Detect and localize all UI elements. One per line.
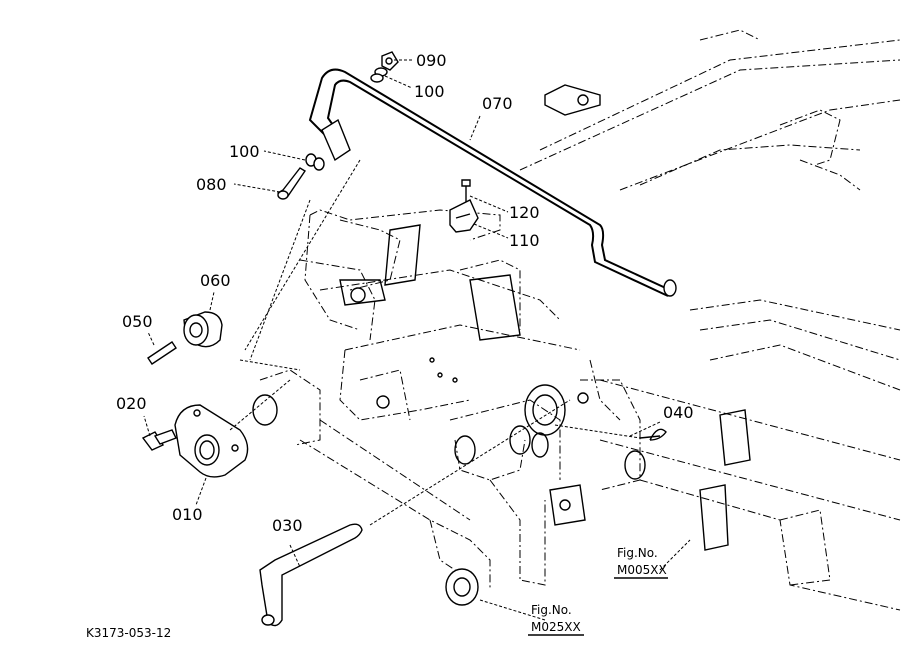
lift-linkage xyxy=(449,359,646,586)
label-050: 050 xyxy=(122,312,153,331)
clamp-110 xyxy=(449,199,479,233)
fig-ref-number: M025XX xyxy=(531,620,581,634)
leader-lines xyxy=(143,59,691,621)
washer-100-lower xyxy=(305,153,325,171)
label-060: 060 xyxy=(200,271,231,290)
label-030: 030 xyxy=(272,516,303,535)
label-080: 080 xyxy=(196,175,227,194)
pin-030 xyxy=(259,523,363,627)
rod-070 xyxy=(308,68,677,297)
label-100-lower: 100 xyxy=(229,142,260,161)
label-020: 020 xyxy=(116,394,147,413)
label-110: 110 xyxy=(509,231,540,250)
frame-phantom xyxy=(519,29,901,391)
snap-pin-040 xyxy=(639,428,667,441)
fig-ref-m005xx: Fig.No. M005XX xyxy=(614,546,668,579)
nut-090 xyxy=(381,51,399,71)
label-070: 070 xyxy=(482,94,513,113)
label-090: 090 xyxy=(416,51,447,70)
drawing-id: K3173-053-12 xyxy=(86,626,171,640)
part-labels: 090 100 070 100 080 120 110 060 050 020 … xyxy=(116,51,694,535)
fig-ref-label: Fig.No. xyxy=(617,546,658,560)
bolt-080 xyxy=(276,167,306,200)
label-040: 040 xyxy=(663,403,694,422)
washer-100-upper xyxy=(370,67,388,83)
main-frame-rail xyxy=(599,379,901,611)
bolt-020 xyxy=(141,429,177,451)
lower-shaft xyxy=(252,369,491,606)
fig-ref-m025xx: Fig.No. M025XX xyxy=(528,603,584,636)
label-100-upper: 100 xyxy=(414,82,445,101)
block-060 xyxy=(183,311,223,348)
fig-ref-label: Fig.No. xyxy=(531,603,572,617)
fig-ref-number: M005XX xyxy=(617,563,667,577)
pin-050 xyxy=(147,341,177,365)
housing-block xyxy=(299,209,581,421)
label-120: 120 xyxy=(509,203,540,222)
label-010: 010 xyxy=(172,505,203,524)
flange-010 xyxy=(174,404,249,478)
